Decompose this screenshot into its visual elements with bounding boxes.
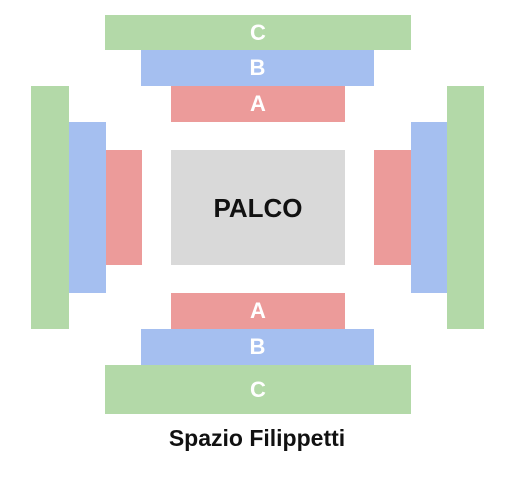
section-c-right[interactable] [447,86,484,329]
section-b-bottom-label: B [249,334,266,359]
section-b-left[interactable] [69,122,106,293]
venue-name: Spazio Filippetti [168,425,346,451]
section-b-bottom[interactable]: B [141,329,374,365]
section-a-right[interactable] [374,150,411,265]
section-b-top[interactable]: B [141,50,374,86]
section-b-top-label: B [249,55,266,80]
section-c-top-label: C [250,19,266,45]
section-a-bottom-label: A [250,298,266,323]
section-b-right[interactable] [411,122,447,293]
section-c-bottom[interactable]: C [105,365,411,414]
section-a-top-label: A [250,91,266,116]
section-c-bottom-label: C [250,376,266,402]
section-a-top[interactable]: A [171,86,345,122]
section-c-left[interactable] [31,86,69,329]
stage: PALCO [171,150,345,265]
section-c-top[interactable]: C [105,15,411,50]
stage-label: PALCO [213,192,303,223]
section-a-bottom[interactable]: A [171,293,345,329]
section-a-left[interactable] [106,150,142,265]
